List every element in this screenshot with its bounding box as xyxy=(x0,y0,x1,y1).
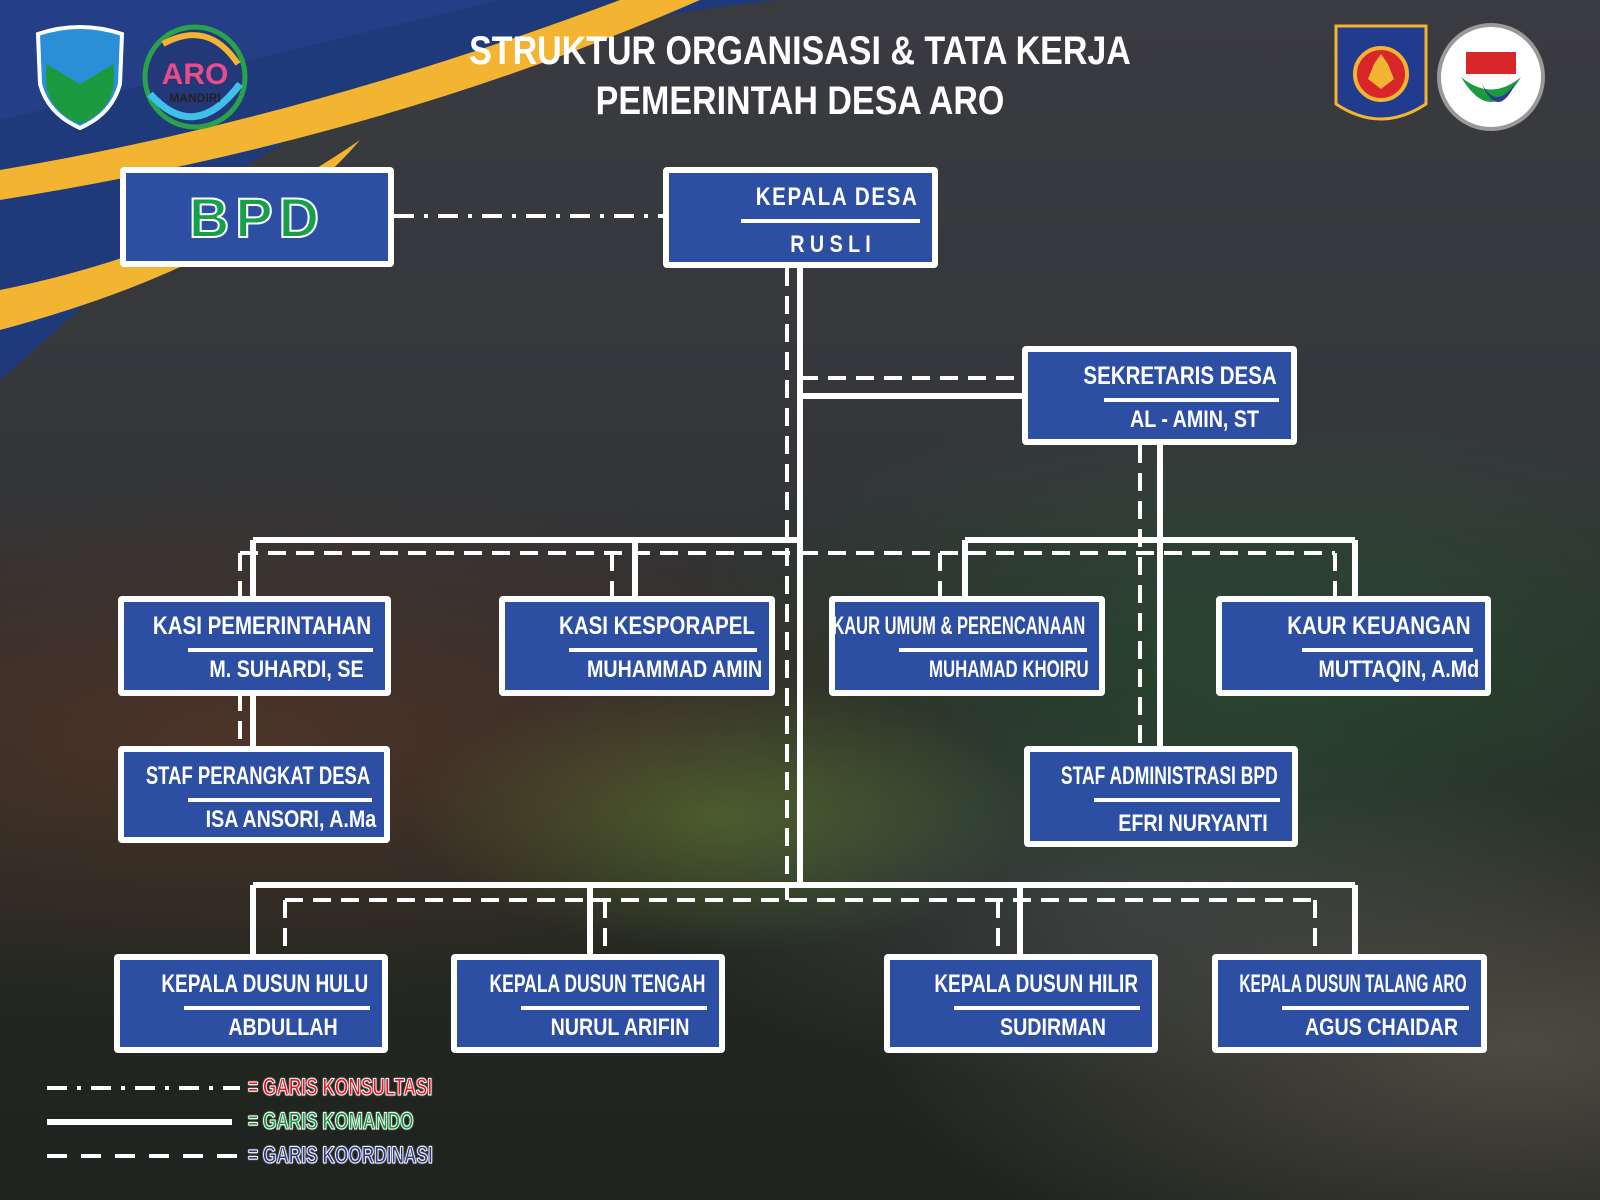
kepala-dusun-talang-aro-box: KEPALA DUSUN TALANG ARO AGUS CHAIDAR xyxy=(1212,954,1487,1053)
kaur-keuangan-box: KAUR KEUANGAN MUTTAQIN, A.Md xyxy=(1216,596,1491,696)
box-name: MUTTAQIN, A.Md xyxy=(1318,656,1480,683)
box-name: MUHAMMAD AMIN xyxy=(587,656,763,683)
box-name: NURUL ARIFIN xyxy=(550,1014,690,1041)
kepala-dusun-hulu-box: KEPALA DUSUN HULU ABDULLAH xyxy=(114,954,388,1053)
divider xyxy=(1104,398,1279,402)
title-line-2: PEMERINTAH DESA ARO xyxy=(595,79,1005,123)
box-name: ISA ANSORI, A.Ma xyxy=(205,806,377,833)
legend-konsultasi: = GARIS KONSULTASI xyxy=(248,1074,433,1102)
box-title: KEPALA DESA xyxy=(755,183,918,211)
regency-crest-logo xyxy=(35,25,125,130)
divider xyxy=(521,1006,707,1010)
kepala-dusun-tengah-box: KEPALA DUSUN TENGAH NURUL ARIFIN xyxy=(451,954,725,1053)
kaur-umum-box: KAUR UMUM & PERENCANAAN MUHAMAD KHOIRU xyxy=(829,596,1105,696)
box-name: R U S L I xyxy=(790,231,871,258)
box-title: KEPALA DUSUN TALANG ARO xyxy=(1239,970,1467,998)
box-title: KAUR UMUM & PERENCANAAN xyxy=(832,612,1085,640)
kasi-pemerintahan-box: KASI PEMERINTAHAN M. SUHARDI, SE xyxy=(118,596,391,696)
box-title: KAUR KEUANGAN xyxy=(1287,612,1471,640)
divider xyxy=(569,648,757,652)
staf-perangkat-desa-box: STAF PERANGKAT DESA ISA ANSORI, A.Ma xyxy=(118,746,390,843)
box-name: EFRI NURYANTI xyxy=(1118,810,1268,837)
box-title: KEPALA DUSUN HILIR xyxy=(934,970,1138,998)
sekretaris-desa-box: SEKRETARIS DESA AL - AMIN, ST xyxy=(1022,346,1297,445)
svg-text:MANDIRI: MANDIRI xyxy=(169,91,220,105)
kemendagri-logo xyxy=(1334,24,1428,121)
box-title: STAF PERANGKAT DESA xyxy=(145,762,370,790)
box-name: AGUS CHAIDAR xyxy=(1304,1014,1459,1041)
box-name: M. SUHARDI, SE xyxy=(209,656,364,683)
box-title: KEPALA DUSUN HULU xyxy=(161,970,368,998)
divider xyxy=(899,648,1087,652)
box-name: MUHAMAD KHOIRU xyxy=(929,656,1089,683)
bpd-box: BPD xyxy=(120,167,394,267)
divider xyxy=(1302,648,1473,652)
box-title: STAF ADMINISTRASI BPD xyxy=(1061,762,1278,790)
kasi-kesporapel-box: KASI KESPORAPEL MUHAMMAD AMIN xyxy=(499,596,775,696)
box-name: SUDIRMAN xyxy=(999,1014,1107,1041)
staf-administrasi-bpd-box: STAF ADMINISTRASI BPD EFRI NURYANTI xyxy=(1024,746,1298,847)
divider xyxy=(1094,798,1280,802)
box-title: KASI PEMERINTAHAN xyxy=(152,612,371,640)
divider xyxy=(1282,1006,1469,1010)
box-title: SEKRETARIS DESA xyxy=(1083,362,1277,390)
legend-koordinasi: = GARIS KOORDINASI xyxy=(248,1142,434,1170)
divider xyxy=(188,798,372,802)
divider xyxy=(741,219,920,223)
kepala-dusun-hilir-box: KEPALA DUSUN HILIR SUDIRMAN xyxy=(884,954,1158,1053)
aro-mandiri-logo: ARO MANDIRI xyxy=(142,24,248,130)
box-name: ABDULLAH xyxy=(228,1014,338,1041)
svg-text:ARO: ARO xyxy=(162,58,229,91)
box-title: KEPALA DUSUN TENGAH xyxy=(489,970,705,998)
divider xyxy=(188,648,373,652)
title-line-1: STRUKTUR ORGANISASI & TATA KERJA xyxy=(469,29,1131,73)
legend-komando: = GARIS KOMANDO xyxy=(248,1108,414,1136)
kepala-desa-box: KEPALA DESA R U S L I xyxy=(663,167,938,268)
divider xyxy=(184,1006,370,1010)
box-title: KASI KESPORAPEL xyxy=(559,612,755,640)
kemendes-logo xyxy=(1437,23,1545,131)
box-name: AL - AMIN, ST xyxy=(1129,406,1259,433)
bpd-label: BPD xyxy=(188,185,326,250)
divider xyxy=(954,1006,1140,1010)
